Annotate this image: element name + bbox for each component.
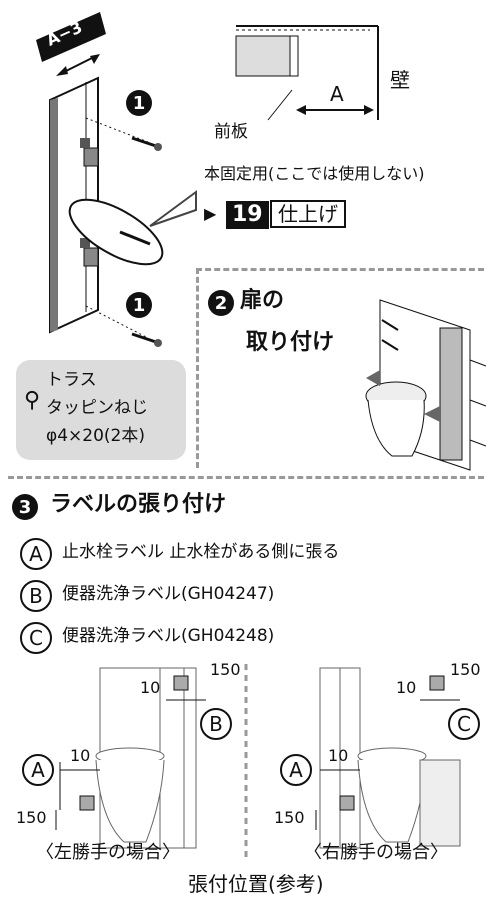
right-caption: 〈右勝手の場合〉 [304,842,448,863]
divider-vertical [196,268,199,468]
dimension-a-label: A [330,82,344,106]
left-dim-10-top: 10 [140,678,161,697]
a3-tag [36,12,106,62]
fixing-note: 本固定用(ここでは使用しない) [204,164,425,183]
diagram-right-figure [315,667,461,849]
mark-a: A [20,538,52,570]
step-2-marker: 2 [208,290,234,316]
screw-icon: ⚲ [24,388,41,413]
mark-c: C [20,622,52,654]
door-title-line2: 取り付け [246,330,335,355]
left-dim-150-top: 150 [210,660,241,679]
right-dim-10-top: 10 [396,678,417,697]
left-dim-150-bottom: 150 [16,808,47,827]
left-caption: 〈左勝手の場合〉 [36,842,180,863]
bracket-upper [80,138,99,167]
mark-b: B [20,580,52,612]
screw-type-line1: トラス [46,370,97,390]
step-1-marker-upper: 1 [126,90,152,116]
left-mark-b: B [200,708,232,740]
screw-upper [131,136,162,151]
door-title-line1: 扉の [240,288,285,313]
ref-step-number: 19 [226,201,269,230]
right-mark-a: A [280,754,312,786]
step-1-marker-lower: 1 [126,292,152,318]
left-mark-a: A [22,754,54,786]
right-dim-150-bottom: 150 [274,808,305,827]
play-arrow-icon: ▶ [204,204,217,223]
door-illustration [365,299,487,471]
diagram-left-figure [55,667,206,849]
screw-spec-box: ⚲ トラス タッピンねじ φ4×20(2本) [16,360,186,460]
left-dim-10-bottom: 10 [70,746,91,765]
wall-label: 壁 [390,68,410,92]
label-b-text: 便器洗浄ラベル(GH04247) [62,584,275,604]
step-3-marker: 3 [12,494,38,520]
divider-lower [8,476,484,479]
right-dim-150-top: 150 [450,660,481,679]
screw-lower [131,332,162,347]
wall-section [235,25,379,121]
footer-caption: 張付位置(参考) [188,872,324,896]
divider-mid [196,268,484,271]
label-c-text: 便器洗浄ラベル(GH04248) [62,626,275,646]
right-mark-c: C [448,708,480,740]
labels-title: ラベルの張り付け [50,492,227,517]
screw-size: φ4×20(2本) [46,426,145,446]
bracket-lower [80,238,99,267]
ref-step-label: 仕上げ [270,200,346,228]
right-dim-10-bottom: 10 [328,746,349,765]
front-panel-label: 前板 [214,122,248,142]
label-a-text: 止水栓ラベル 止水栓がある側に張る [62,542,340,562]
screw-type-line2: タッピンねじ [46,398,148,418]
